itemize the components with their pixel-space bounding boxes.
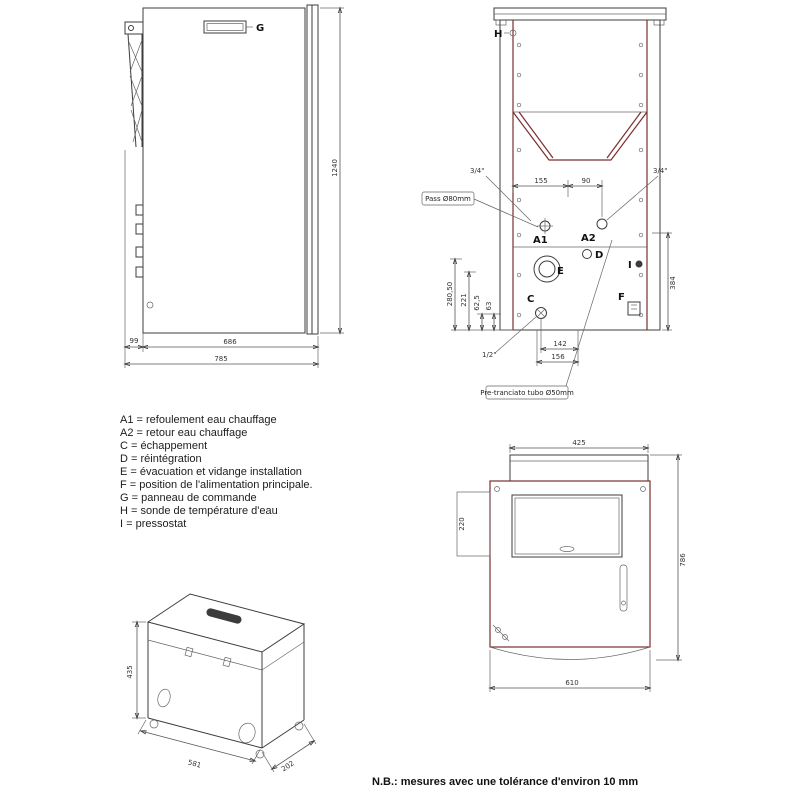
dim-686-label: 686 bbox=[223, 338, 237, 346]
tolerance-note: N.B.: mesures avec une tolérance d'envir… bbox=[372, 776, 639, 788]
legend-item-i: I = pressostat bbox=[120, 518, 187, 530]
dim-1240-label: 1240 bbox=[331, 159, 339, 177]
label-C: C bbox=[527, 294, 534, 305]
iso-view: 435 581 202 bbox=[126, 593, 317, 773]
mount-holes bbox=[516, 42, 644, 318]
legend-item-f: F = position de l'alimentation principal… bbox=[120, 479, 313, 491]
latch-right bbox=[222, 656, 232, 668]
front-view: H A1 A2 bbox=[421, 7, 677, 400]
dim-581-label: 581 bbox=[187, 758, 202, 769]
dim-435-label: 435 bbox=[126, 665, 134, 678]
port-D: D bbox=[582, 249, 603, 261]
label-F: F bbox=[618, 292, 625, 303]
dim-bottom-side: 99 686 785 bbox=[125, 150, 318, 368]
port-A2: A2 bbox=[581, 190, 608, 244]
fitting-34-right: 3/4" bbox=[606, 167, 668, 221]
legend-item-g: G = panneau de commande bbox=[120, 492, 257, 504]
dim-425-label: 425 bbox=[572, 439, 585, 447]
legend-item-h: H = sonde de température d'eau bbox=[120, 505, 278, 517]
dim-786-label: 786 bbox=[679, 553, 687, 567]
hopper-funnel bbox=[512, 111, 648, 161]
dim-384-label: 384 bbox=[669, 276, 677, 290]
side-view: G 1240 99 686 785 bbox=[124, 4, 344, 368]
label-I: I bbox=[628, 260, 632, 271]
caster-left bbox=[149, 719, 159, 729]
port-A1: A1 bbox=[533, 218, 553, 246]
latch-left bbox=[184, 646, 194, 658]
label-D: D bbox=[595, 250, 603, 261]
dim-785-label: 785 bbox=[214, 355, 227, 363]
legend-item-d: D = réintégration bbox=[120, 453, 202, 465]
dim-384: 384 bbox=[652, 233, 677, 330]
dim-625-label: 62,5 bbox=[473, 295, 481, 311]
note-pass-80: Pass Ø80mm bbox=[421, 191, 539, 228]
dim-155-label: 155 bbox=[534, 177, 547, 185]
legend-item-a1: A1 = refoulement eau chauffage bbox=[120, 414, 277, 426]
rear-body bbox=[489, 480, 651, 648]
dim-221-label: 221 bbox=[460, 293, 468, 306]
iso-top-face bbox=[146, 593, 306, 653]
dim-202-label: 202 bbox=[280, 759, 296, 773]
power-F: F bbox=[618, 292, 641, 316]
pressostat-I: I bbox=[628, 260, 643, 271]
level-window bbox=[619, 564, 628, 612]
wall-bracket bbox=[124, 21, 144, 148]
dim-155-90: 155 90 bbox=[513, 177, 602, 197]
dim-63-label: 63 bbox=[485, 302, 493, 311]
dim-142-label: 142 bbox=[553, 340, 566, 348]
dim-786: 786 bbox=[650, 455, 687, 660]
dim-90-label: 90 bbox=[582, 177, 591, 185]
dim-610-label: 610 bbox=[565, 679, 578, 687]
dim-34-right-label: 3/4" bbox=[653, 167, 668, 175]
rear-opening bbox=[511, 494, 623, 558]
cable-hole bbox=[238, 722, 256, 744]
dim-142-156: 142 156 bbox=[537, 319, 578, 366]
rear-base-curve bbox=[489, 646, 651, 660]
dim-202: 202 bbox=[261, 723, 317, 773]
dim-425: 425 bbox=[510, 439, 648, 453]
rear-view: 425 220 786 bbox=[456, 439, 687, 692]
keyhole-cutout bbox=[157, 688, 171, 708]
dim-581: 581 bbox=[137, 719, 261, 770]
control-panel: G bbox=[203, 20, 264, 34]
note-pretranciato-label: Pre-tranciato tubo Ø50mm bbox=[480, 389, 574, 397]
dim-99-label: 99 bbox=[130, 337, 139, 345]
dim-28050-label: 280,50 bbox=[446, 282, 454, 307]
caster-back bbox=[294, 721, 304, 731]
fitting-34-left: 3/4" bbox=[470, 167, 532, 222]
legend-item-c: C = échappement bbox=[120, 440, 208, 452]
dim-34-left-label: 3/4" bbox=[470, 167, 485, 175]
side-fittings bbox=[135, 204, 154, 309]
label-A2: A2 bbox=[581, 233, 596, 244]
dim-610: 610 bbox=[490, 650, 650, 692]
label-A1: A1 bbox=[533, 235, 548, 246]
dim-435: 435 bbox=[126, 622, 146, 718]
dim-1240: 1240 bbox=[320, 8, 344, 333]
dim-220-label: 220 bbox=[458, 517, 466, 530]
note-pass-label: Pass Ø80mm bbox=[425, 195, 471, 203]
label-H: H bbox=[494, 29, 502, 40]
port-E: E bbox=[533, 255, 564, 283]
dim-156-label: 156 bbox=[551, 353, 565, 361]
legend: A1 = refoulement eau chauffage A2 = reto… bbox=[120, 414, 313, 531]
label-E: E bbox=[557, 266, 564, 277]
dim-220: 220 bbox=[456, 491, 491, 557]
hinge-detail bbox=[492, 624, 510, 642]
dim-half-inch: 1/2" bbox=[482, 316, 537, 359]
port-C: C bbox=[527, 294, 547, 319]
dim-left-chain: 280,50 221 62,5 63 bbox=[446, 259, 513, 330]
front-body bbox=[499, 19, 661, 331]
probe-H: H bbox=[494, 29, 517, 40]
rear-cap bbox=[509, 454, 649, 482]
legend-item-e: E = évacuation et vidange installation bbox=[120, 466, 302, 478]
dim-12-label: 1/2" bbox=[482, 351, 497, 359]
note-pretranciato: Pre-tranciato tubo Ø50mm bbox=[480, 239, 613, 400]
handle bbox=[206, 608, 242, 624]
legend-item-a2: A2 = retour eau chauffage bbox=[120, 427, 248, 439]
label-G: G bbox=[256, 23, 264, 34]
side-body bbox=[142, 7, 306, 334]
